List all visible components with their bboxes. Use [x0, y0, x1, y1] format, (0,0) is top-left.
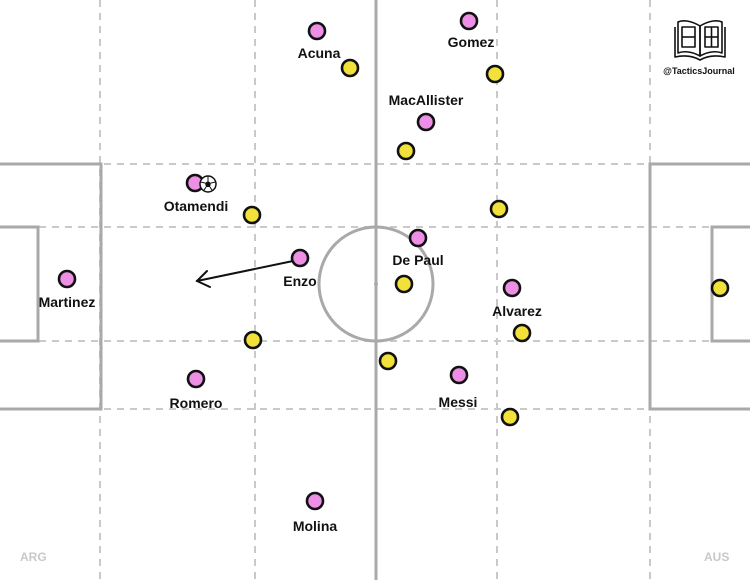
centre-circle [317, 225, 435, 343]
pass-arrow [195, 260, 294, 288]
arg-player-marker [449, 365, 469, 385]
aus-player-marker [710, 278, 730, 298]
arg-player-marker [307, 21, 327, 41]
aus-player-marker [242, 205, 262, 225]
player-otamendi: Otamendi [164, 173, 229, 214]
player-name: Molina [293, 518, 338, 534]
player-name: Romero [170, 395, 223, 411]
aus-player-marker [378, 351, 398, 371]
aus-player-marker [340, 58, 360, 78]
arg-player-marker [290, 248, 310, 268]
arg-player-marker [416, 112, 436, 132]
team-label-left: ARG [20, 550, 47, 564]
arg-player-marker [459, 11, 479, 31]
aus-player-marker [396, 141, 416, 161]
player-name: Martinez [39, 294, 96, 310]
player-name: Acuna [298, 45, 341, 61]
player-gomez: Gomez [448, 11, 495, 50]
aus-player-marker [394, 274, 414, 294]
player-macallister: MacAllister [389, 92, 464, 132]
player-martinez: Martinez [39, 269, 96, 310]
player-acuna: Acuna [298, 21, 341, 61]
aus-player-marker [489, 199, 509, 219]
player-romero: Romero [170, 369, 223, 411]
player-de-paul: De Paul [392, 228, 444, 268]
player-name: Enzo [283, 273, 316, 289]
centre-spot [374, 282, 378, 286]
player-name: De Paul [392, 252, 443, 268]
aus-player-marker [512, 323, 532, 343]
aus-player-marker [500, 407, 520, 427]
player-name: Gomez [448, 34, 495, 50]
arg-player-marker [186, 369, 206, 389]
ball-icon [199, 175, 217, 193]
left-six-yard-box [0, 225, 40, 343]
aus-player-marker [243, 330, 263, 350]
credit-handle: @TacticsJournal [663, 66, 735, 76]
player-molina: Molina [293, 491, 338, 534]
player-name: Otamendi [164, 198, 229, 214]
left-penalty-box [0, 162, 103, 411]
player-enzo: Enzo [283, 248, 317, 289]
arg-player-marker [502, 278, 522, 298]
arg-player-marker [408, 228, 428, 248]
arg-player-marker [57, 269, 77, 289]
arg-player-marker [305, 491, 325, 511]
aus-players [242, 58, 730, 427]
player-name: Messi [439, 394, 478, 410]
player-messi: Messi [439, 365, 478, 410]
player-name: MacAllister [389, 92, 464, 108]
book-pitch-icon [674, 20, 726, 61]
right-penalty-box [648, 162, 750, 411]
player-name: Alvarez [492, 303, 542, 319]
player-alvarez: Alvarez [492, 278, 542, 319]
aus-player-marker [485, 64, 505, 84]
team-label-right: AUS [704, 550, 729, 564]
